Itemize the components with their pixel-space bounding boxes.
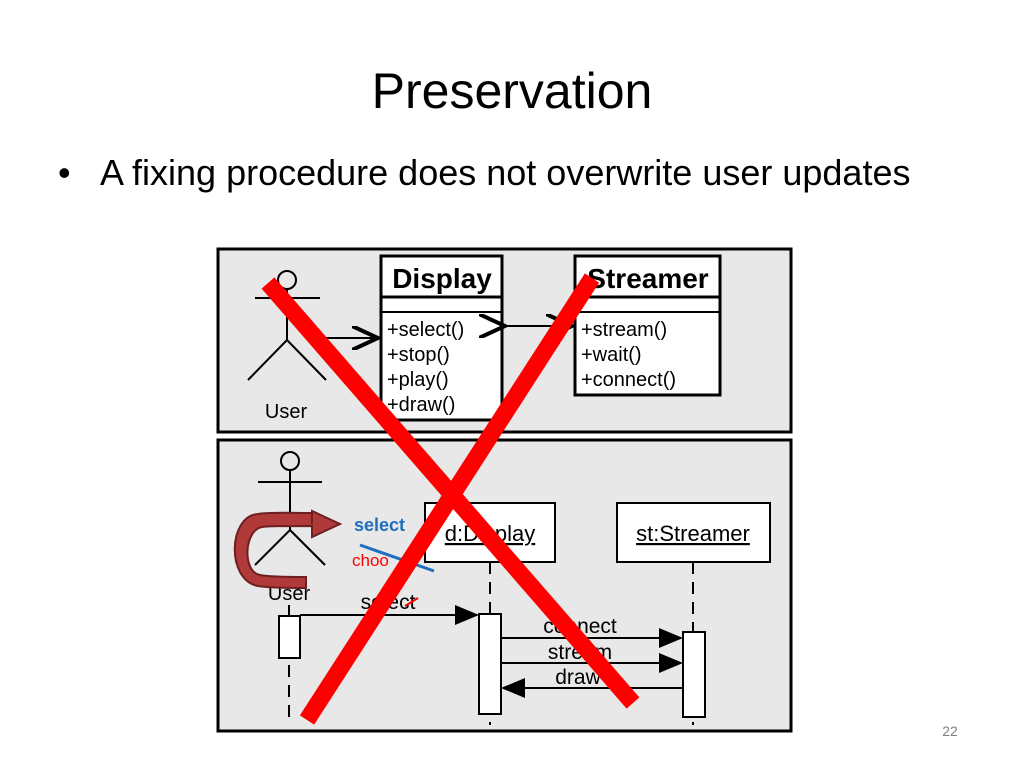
display-method-select: +select() — [387, 319, 464, 341]
annotation-old-name: choo — [352, 551, 389, 570]
streamer-method-connect: +connect() — [581, 369, 676, 391]
class-actor-label: User — [265, 401, 308, 423]
curved-arrow-icon — [233, 509, 343, 590]
annotation-strike-line — [359, 543, 435, 573]
streamer-lifeline-box — [616, 502, 771, 563]
display-method-draw: +draw() — [387, 394, 455, 416]
rename-annotation: select choo — [352, 515, 435, 573]
streamer-activation — [682, 631, 706, 718]
sequence-actor-icon — [254, 451, 326, 566]
streamer-method-wait: +wait() — [581, 344, 642, 366]
bullet-text: A fixing procedure does not overwrite us… — [100, 152, 911, 193]
sequence-diagram-panel: User d:Display st:Streamer select connec… — [216, 438, 793, 733]
bullet-dot: • — [58, 152, 71, 193]
display-class-name: Display — [392, 263, 492, 294]
message-draw-label: draw — [555, 666, 601, 689]
cross-out-icon — [261, 273, 640, 725]
slide-title: Preservation — [371, 63, 653, 119]
display-method-stop: +stop() — [387, 344, 450, 366]
class-diagram-panel: User Display +select() +stop() +play() +… — [216, 247, 793, 434]
streamer-method-stream: +stream() — [581, 319, 667, 341]
user-activation — [278, 615, 301, 659]
display-activation — [478, 613, 502, 715]
page-number: 22 — [942, 723, 958, 739]
strike-select-mark — [404, 597, 419, 607]
annotation-new-name: select — [354, 515, 405, 535]
display-class-box: Display +select() +stop() +play() +draw(… — [379, 254, 504, 422]
streamer-lifeline-label: st:Streamer — [636, 521, 750, 546]
streamer-class-name: Streamer — [587, 263, 709, 294]
streamer-class-box: Streamer +stream() +wait() +connect() — [573, 254, 722, 397]
display-method-play: +play() — [387, 369, 449, 391]
